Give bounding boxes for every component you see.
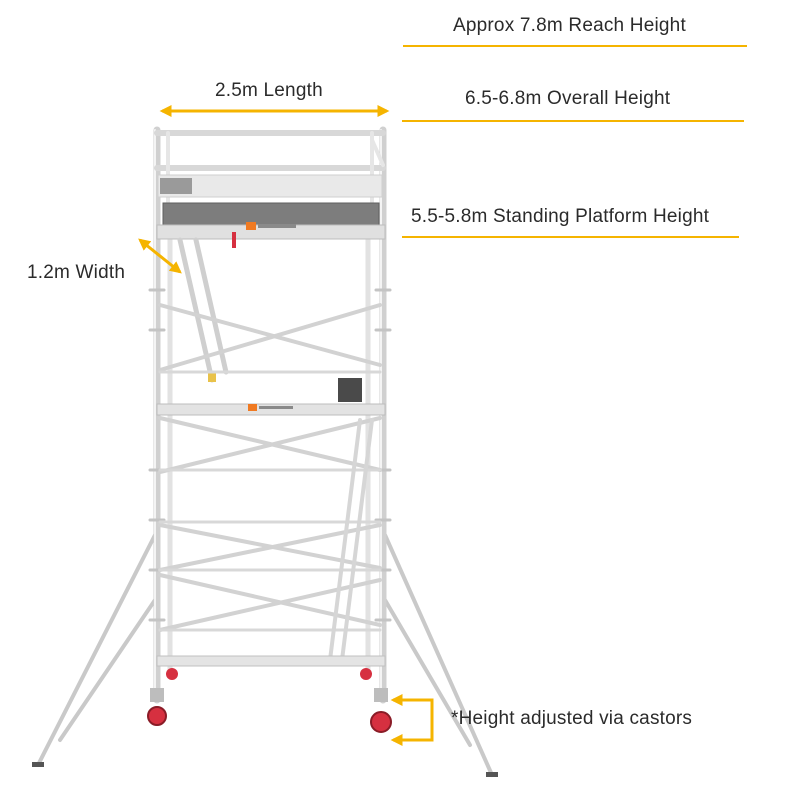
guardrails [154, 130, 386, 171]
platform-height-label: 5.5-5.8m Standing Platform Height [411, 206, 710, 227]
top-platform-deck [162, 202, 380, 226]
castors [147, 668, 392, 733]
mid-platform-logo [248, 404, 293, 411]
ladder-foot [208, 372, 216, 382]
length-label: 2.5m Length [215, 80, 323, 101]
castors-note: *Height adjusted via castors [451, 708, 693, 729]
lower-ladder [328, 418, 374, 662]
platform-logo [246, 222, 296, 230]
info-plate [160, 178, 192, 194]
width-label: 1.2m Width [27, 262, 126, 283]
hatch-latch [232, 232, 236, 248]
base-frame [156, 655, 386, 667]
reach-height-underline [403, 45, 747, 47]
mid-hatch [338, 378, 362, 402]
overall-height-underline [402, 120, 744, 122]
double-arrow-diagonal-icon [138, 238, 182, 274]
rungs [148, 288, 392, 622]
diagonal-braces-upper [158, 303, 382, 372]
horizontal-braces [158, 468, 382, 632]
platform-height-underline [402, 236, 739, 238]
annotations [138, 105, 434, 746]
bracket-arrows-icon [390, 694, 434, 746]
scaffold-tower [32, 126, 498, 777]
mid-platform [156, 403, 386, 416]
outriggers [36, 533, 494, 777]
diagonal-braces-lower [158, 416, 382, 632]
outrigger-feet [32, 762, 498, 777]
overall-height-label: 6.5-6.8m Overall Height [465, 88, 671, 109]
toe-board [157, 174, 383, 198]
reach-height-label: Approx 7.8m Reach Height [453, 15, 686, 36]
